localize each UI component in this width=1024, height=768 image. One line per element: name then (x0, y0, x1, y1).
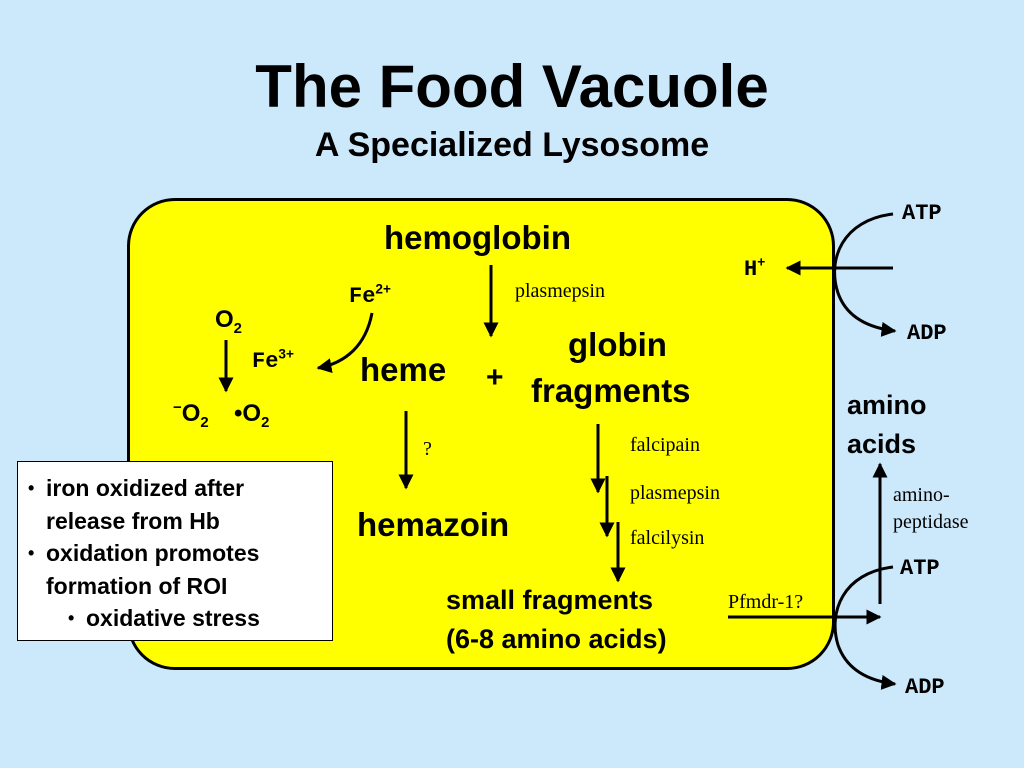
note-item-1: • iron oxidized after (28, 472, 324, 505)
atp-bottom-label: ATP (900, 556, 940, 581)
pfmdr-label: Pfmdr-1? (728, 591, 804, 613)
falcipain-label: falcipain (630, 434, 700, 456)
plasmepsin-top-label: plasmepsin (515, 280, 605, 302)
atp-hydrolysis-bottom-arrow (833, 565, 897, 690)
plasmepsin-label: plasmepsin (630, 482, 720, 504)
fe2-label: Fe2+ (349, 281, 391, 309)
notes-box: • iron oxidized after release from Hb • … (17, 461, 333, 641)
note-item-1-line-1: iron oxidized after (46, 475, 245, 501)
bullet-icon: • (28, 543, 35, 563)
superoxide-label: −O2 (173, 400, 209, 431)
fe3-label: Fe3+ (252, 346, 294, 374)
hemazoin-label: hemazoin (357, 506, 510, 543)
hemoglobin-label: hemoglobin (384, 219, 571, 256)
note-sub-item: • oxidative stress (28, 602, 324, 635)
bullet-icon: • (68, 608, 75, 628)
aminopeptidase-label-2: peptidase (893, 511, 969, 533)
proton-label: H+ (744, 254, 766, 282)
plus-sign: + (486, 361, 504, 394)
aminopeptidase-label-1: amino- (893, 484, 950, 506)
oxygen-label: O2 (215, 306, 242, 337)
amino-label: amino (847, 390, 927, 420)
note-sub-item-text: oxidative stress (86, 605, 260, 631)
radical-label: •O2 (234, 400, 270, 431)
page-title: The Food Vacuole (255, 53, 769, 120)
heme-label: heme (360, 351, 447, 388)
note-item-2-line-1: oxidation promotes (46, 540, 260, 566)
small-fragments-label: small fragments (446, 585, 654, 615)
note-item-2-line-2: formation of ROI (46, 572, 228, 599)
note-item-2: • oxidation promotes (28, 537, 324, 570)
atp-hydrolysis-top-arrow (833, 212, 897, 337)
falcilysin-label: falcilysin (630, 527, 705, 549)
question-mark: ? (423, 438, 432, 460)
bullet-icon: • (28, 478, 35, 498)
acids-label: acids (847, 429, 917, 459)
fe-oxidation-arrow (316, 312, 374, 374)
adp-top-label: ADP (907, 321, 947, 346)
atp-top-label: ATP (902, 201, 942, 226)
adp-bottom-label: ADP (905, 675, 945, 700)
globin-label: globin (568, 326, 667, 363)
fragments-label: fragments (531, 372, 691, 409)
note-item-1-line-2: release from Hb (46, 507, 220, 534)
small-fragments-size: (6-8 amino acids) (446, 624, 667, 654)
page-subtitle: A Specialized Lysosome (314, 126, 710, 164)
